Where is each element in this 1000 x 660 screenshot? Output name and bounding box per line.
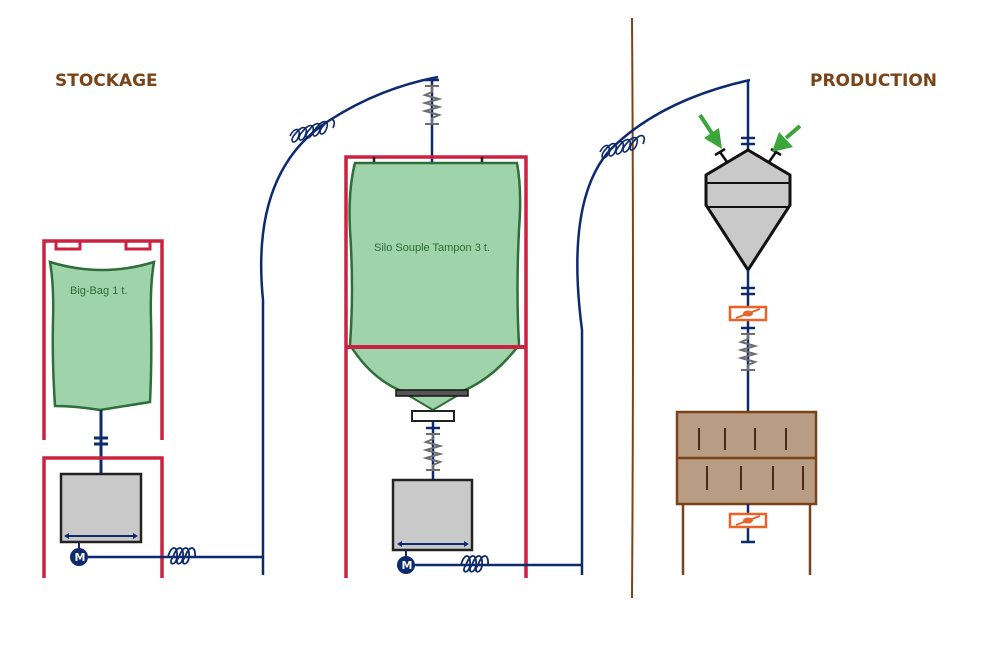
big-bag-label: Big-Bag 1 t. bbox=[70, 285, 127, 297]
motor-2-label: M bbox=[402, 559, 413, 572]
silo-station: Silo Souple Tampon 3 t. M bbox=[344, 77, 582, 578]
big-bag-station: Big-Bag 1 t. M bbox=[42, 239, 263, 578]
motor-1 bbox=[70, 548, 88, 566]
production-station bbox=[675, 80, 818, 575]
flex-hose-3 bbox=[460, 555, 489, 573]
inlet-arrow-left bbox=[698, 113, 722, 149]
cone-mixer bbox=[704, 148, 792, 273]
section-title-storage: STOCKAGE bbox=[55, 71, 158, 91]
big-bag-hook-right bbox=[124, 239, 152, 251]
flexible-silo bbox=[348, 161, 522, 394]
silo-outlet-valve bbox=[411, 410, 455, 422]
big-bag-hook-left bbox=[54, 239, 82, 251]
flex-hose-1 bbox=[167, 547, 196, 565]
silo-label: Silo Souple Tampon 3 t. bbox=[374, 242, 490, 254]
silo-feed-hopper bbox=[391, 478, 474, 552]
motor-2 bbox=[397, 556, 415, 574]
section-title-production: PRODUCTION bbox=[810, 71, 937, 91]
big-bag-feed-hopper bbox=[59, 472, 143, 544]
silo-frame bbox=[344, 155, 528, 578]
flex-hose-4 bbox=[599, 134, 646, 159]
transport-line-1 bbox=[259, 75, 439, 575]
big-bag-lower-frame bbox=[42, 456, 164, 578]
silo-inlet-spring bbox=[421, 86, 443, 124]
silo-outlet-spring bbox=[422, 434, 444, 470]
motor-1-label: M bbox=[75, 551, 86, 564]
silo-outlet-flange bbox=[395, 389, 469, 397]
inlet-arrow-right bbox=[772, 124, 802, 152]
mixer-outlet-spring bbox=[737, 334, 759, 370]
flex-hose-2 bbox=[289, 118, 336, 143]
big-bag bbox=[48, 260, 156, 412]
big-bag-frame bbox=[42, 239, 164, 440]
section-divider bbox=[631, 17, 634, 599]
